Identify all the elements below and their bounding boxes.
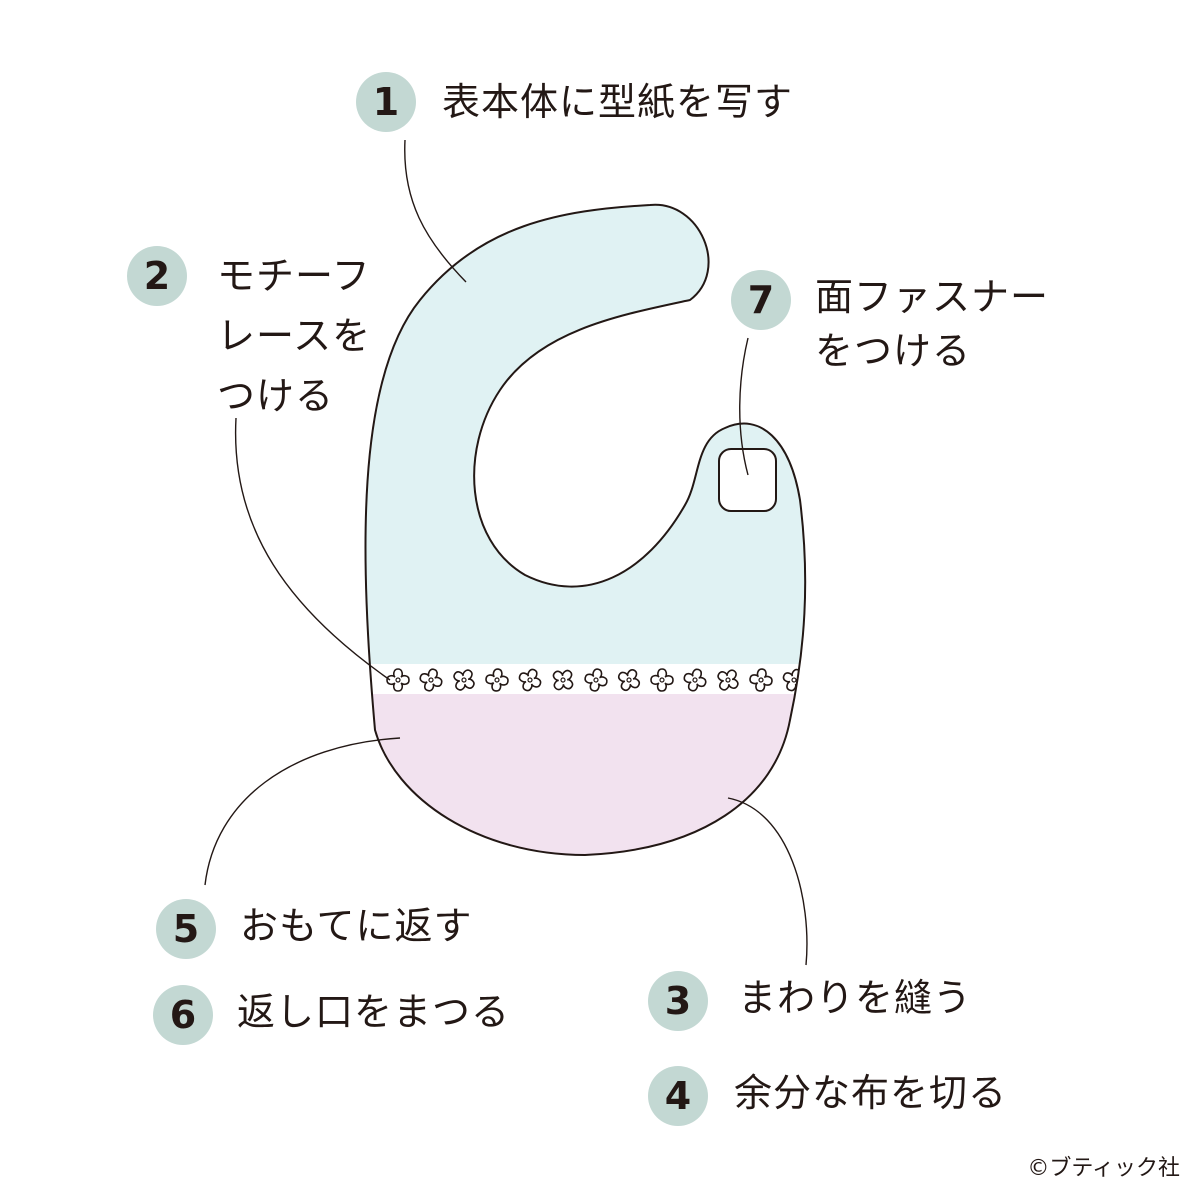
- step-3: 3 まわりを縫う: [648, 971, 972, 1031]
- step-label-4: 余分な布を切る: [734, 1071, 1008, 1115]
- step-7: 7 面ファスナー をつける: [731, 270, 1049, 378]
- step-label-7: 面ファスナー をつける: [815, 275, 1050, 373]
- leader-line-2: [234, 417, 391, 681]
- step-label-2: モチーフ レースを つける: [217, 254, 372, 418]
- step-5: 5 おもてに返す: [156, 899, 472, 959]
- step-4: 4 余分な布を切る: [648, 1066, 1007, 1126]
- lower-fabric: [365, 670, 806, 855]
- step-badge-7: 7: [731, 270, 791, 330]
- hook-loop-fastener: [718, 448, 777, 512]
- step-badge-6: 6: [153, 985, 213, 1045]
- step-label-6: 返し口をまつる: [237, 990, 511, 1034]
- leader-line-5: [204, 737, 401, 886]
- leader-line-3: [727, 797, 808, 966]
- step-badge-4: 4: [648, 1066, 708, 1126]
- step-label-1: 表本体に型紙を写す: [442, 80, 794, 124]
- motif-lace: [365, 663, 842, 697]
- step-badge-1: 1: [356, 72, 416, 132]
- upper-fabric: [365, 204, 806, 670]
- step-badge-5: 5: [156, 899, 216, 959]
- step-badge-2: 2: [127, 246, 187, 306]
- step-label-3: まわりを縫う: [738, 976, 973, 1020]
- step-label-5: おもてに返す: [240, 904, 473, 948]
- step-2: 2 モチーフ レースを つける: [127, 246, 371, 426]
- step-6: 6 返し口をまつる: [153, 985, 510, 1045]
- leader-line-1: [404, 139, 467, 283]
- copyright: ©ブティック社: [1027, 1156, 1180, 1181]
- step-1: 1 表本体に型紙を写す: [356, 72, 793, 132]
- leader-line-7: [739, 337, 749, 476]
- lace-flower: [811, 664, 842, 695]
- step-badge-3: 3: [648, 971, 708, 1031]
- bib-outline: [364, 203, 807, 857]
